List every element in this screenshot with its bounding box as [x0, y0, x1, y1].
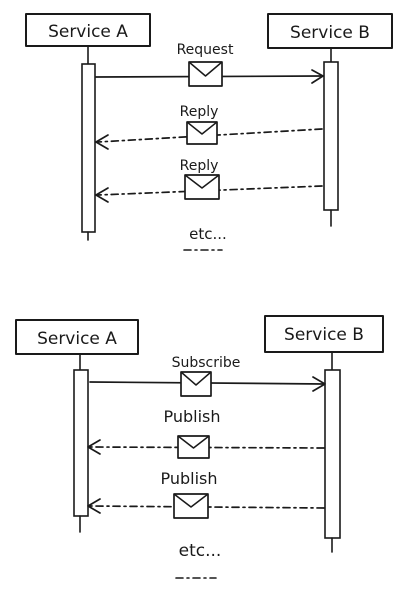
service-b-label: Service B [290, 23, 370, 43]
arrowhead-icon [95, 187, 109, 203]
envelope-icon [186, 121, 218, 145]
service-a-activation [73, 369, 89, 517]
service-a-box: Service A [25, 13, 151, 47]
message-label: Reply [180, 158, 219, 174]
arrowhead-icon [87, 498, 101, 514]
service-a-box: Service A [15, 319, 139, 355]
message-reply: Reply [95, 104, 323, 150]
envelope-icon [177, 435, 210, 459]
sequence-diagram-request-reply: Service A Service B Request Reply [25, 13, 393, 251]
message-publish: Publish [87, 469, 325, 519]
message-subscribe: Subscribe [89, 355, 326, 397]
message-label: Publish [160, 469, 217, 488]
message-label: Publish [163, 407, 220, 426]
envelope-icon [180, 371, 212, 397]
message-label: Request [177, 42, 234, 58]
service-b-activation [324, 369, 341, 539]
envelope-icon [184, 174, 220, 200]
etc-label: etc... [189, 225, 227, 243]
service-b-box: Service B [267, 13, 393, 49]
service-a-activation [81, 63, 96, 233]
envelope-icon [173, 493, 209, 519]
arrowhead-icon [95, 134, 109, 150]
envelope-icon [188, 61, 223, 87]
arrowhead-icon [311, 69, 324, 84]
sequence-diagram-subscribe-publish: Service A Service B Subscribe Publish [15, 315, 384, 579]
message-reply: Reply [95, 158, 323, 203]
arrowhead-icon [312, 376, 326, 392]
arrowhead-icon [87, 439, 101, 455]
etc-label: etc... [179, 541, 222, 561]
message-publish: Publish [87, 407, 325, 459]
message-label: Reply [180, 104, 219, 120]
service-b-box: Service B [264, 315, 384, 353]
message-request: Request [95, 42, 324, 87]
message-label: Subscribe [172, 355, 241, 371]
service-a-label: Service A [48, 22, 128, 42]
service-b-activation [323, 61, 339, 211]
service-a-label: Service A [37, 329, 117, 349]
service-b-label: Service B [284, 325, 364, 345]
